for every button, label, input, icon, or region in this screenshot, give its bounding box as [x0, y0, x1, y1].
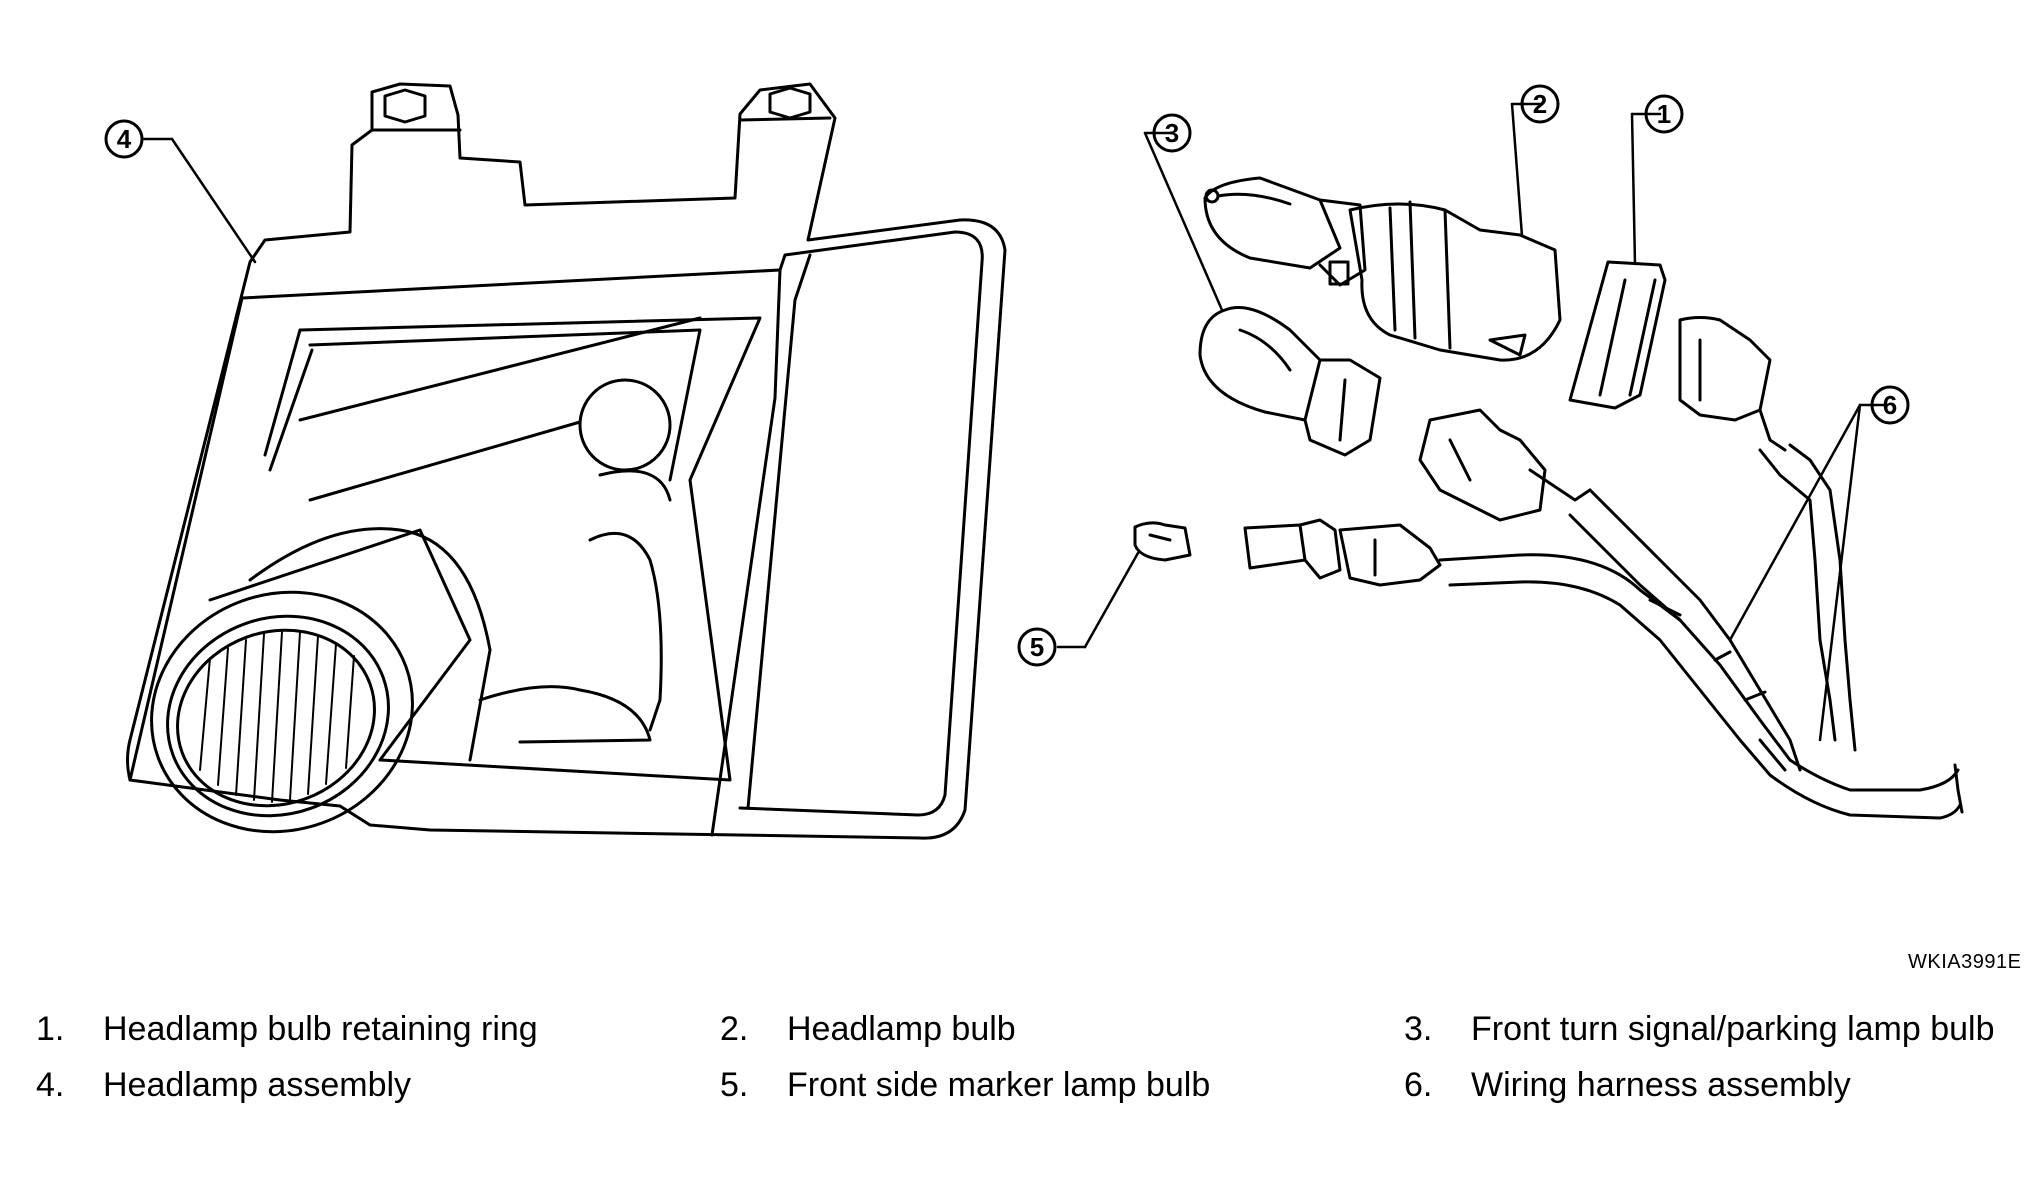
legend-label: Front turn signal/parking lamp bulb — [1471, 1010, 1995, 1048]
legend-label: Headlamp assembly — [103, 1066, 412, 1104]
side-marker-bulb-drawing — [1133, 518, 1442, 587]
callout-badge-4: 4 — [104, 119, 144, 159]
legend-label: Headlamp bulb — [787, 1010, 1016, 1048]
headlamp-assembly-drawing — [126, 82, 1007, 840]
callout-number-3: 3 — [1165, 118, 1179, 148]
callout-badge-1: 1 — [1644, 94, 1684, 134]
callout-badge-3: 3 — [1152, 113, 1192, 153]
turn-signal-bulb-drawing — [1198, 306, 1787, 522]
retaining-ring-drawing — [1568, 260, 1667, 410]
legend-number: 3. — [1404, 1010, 1433, 1048]
legend-label: Wiring harness assembly — [1471, 1066, 1851, 1104]
callout-number-4: 4 — [117, 124, 132, 154]
callout-number-2: 2 — [1533, 89, 1547, 119]
legend-number: 5. — [720, 1066, 749, 1104]
legend-label: Headlamp bulb retaining ring — [103, 1010, 538, 1048]
legend-number: 4. — [36, 1066, 65, 1104]
legend-number: 6. — [1404, 1066, 1433, 1104]
callout-badge-6: 6 — [1870, 385, 1910, 425]
callout-leaders — [140, 102, 1889, 742]
legend-number: 2. — [720, 1010, 749, 1048]
callout-number-5: 5 — [1030, 632, 1044, 662]
legend-label: Front side marker lamp bulb — [787, 1066, 1211, 1104]
callout-badge-2: 2 — [1520, 84, 1560, 124]
wiring-harness-drawing — [1438, 443, 1964, 820]
callout-number-6: 6 — [1883, 390, 1897, 420]
legend-number: 1. — [36, 1010, 65, 1048]
callout-badge-5: 5 — [1017, 627, 1057, 667]
callout-number-1: 1 — [1657, 99, 1671, 129]
callout-badges: 4 3 2 1 5 6 — [104, 84, 1910, 667]
figure-code: WKIA3991E — [1908, 951, 2022, 973]
headlamp-bulb-drawing — [1203, 176, 1562, 362]
parts-legend: 1. Headlamp bulb retaining ring 2. Headl… — [36, 1010, 2026, 1130]
